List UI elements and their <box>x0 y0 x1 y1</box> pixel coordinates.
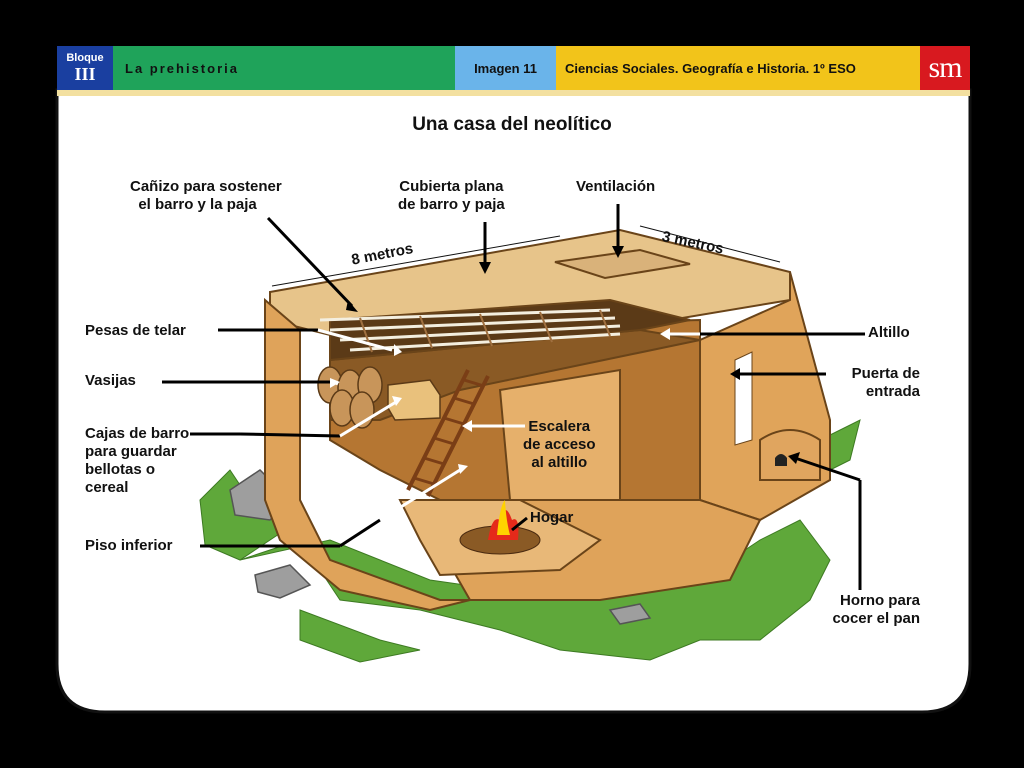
bloque-label: Bloque <box>66 52 104 64</box>
dimension-line-3m <box>639 225 781 263</box>
house <box>264 228 831 612</box>
image-number: Imagen 11 <box>455 46 556 90</box>
label-puerta: Puerta de entrada <box>851 365 920 400</box>
label-canizo: Cañizo para sostener el barro y la paja <box>130 178 282 213</box>
dimension-line-8m <box>271 235 561 287</box>
hearth-fire <box>459 500 541 555</box>
label-vasijas: Vasijas <box>85 372 136 389</box>
label-pesas: Pesas de telar <box>85 322 186 339</box>
topic-title: La prehistoria <box>113 46 455 90</box>
label-cubierta: Cubierta plana de barro y paja <box>398 178 505 213</box>
reed-grid-cross <box>359 309 611 353</box>
oven-mouth <box>775 454 787 466</box>
ladder <box>406 369 490 497</box>
label-ventilacion: Ventilación <box>576 178 656 195</box>
bloque-badge: Bloque III <box>57 46 113 90</box>
pointer-lines <box>162 204 865 590</box>
white-arrowheads <box>330 328 670 474</box>
label-piso: Piso inferior <box>85 537 173 554</box>
white-pointers <box>317 328 700 522</box>
label-horno: Horno para cocer el pan <box>832 592 920 627</box>
label-altillo: Altillo <box>868 324 910 341</box>
vessels <box>317 366 383 429</box>
sm-logo: sm <box>920 46 970 90</box>
header-strip <box>57 90 970 96</box>
label-hogar: Hogar <box>530 509 574 526</box>
course-title: Ciencias Sociales. Geografía e Historia.… <box>556 46 920 90</box>
bloque-number: III <box>74 64 96 84</box>
arrowheads <box>346 246 800 464</box>
ventilation-plate <box>554 248 691 280</box>
label-escalera: Escalera de acceso al altillo <box>523 418 596 471</box>
door-opening <box>734 351 753 446</box>
diagram-title: Una casa del neolítico <box>412 114 612 135</box>
label-cajas: Cajas de barro para guardar bellotas o c… <box>85 425 190 496</box>
